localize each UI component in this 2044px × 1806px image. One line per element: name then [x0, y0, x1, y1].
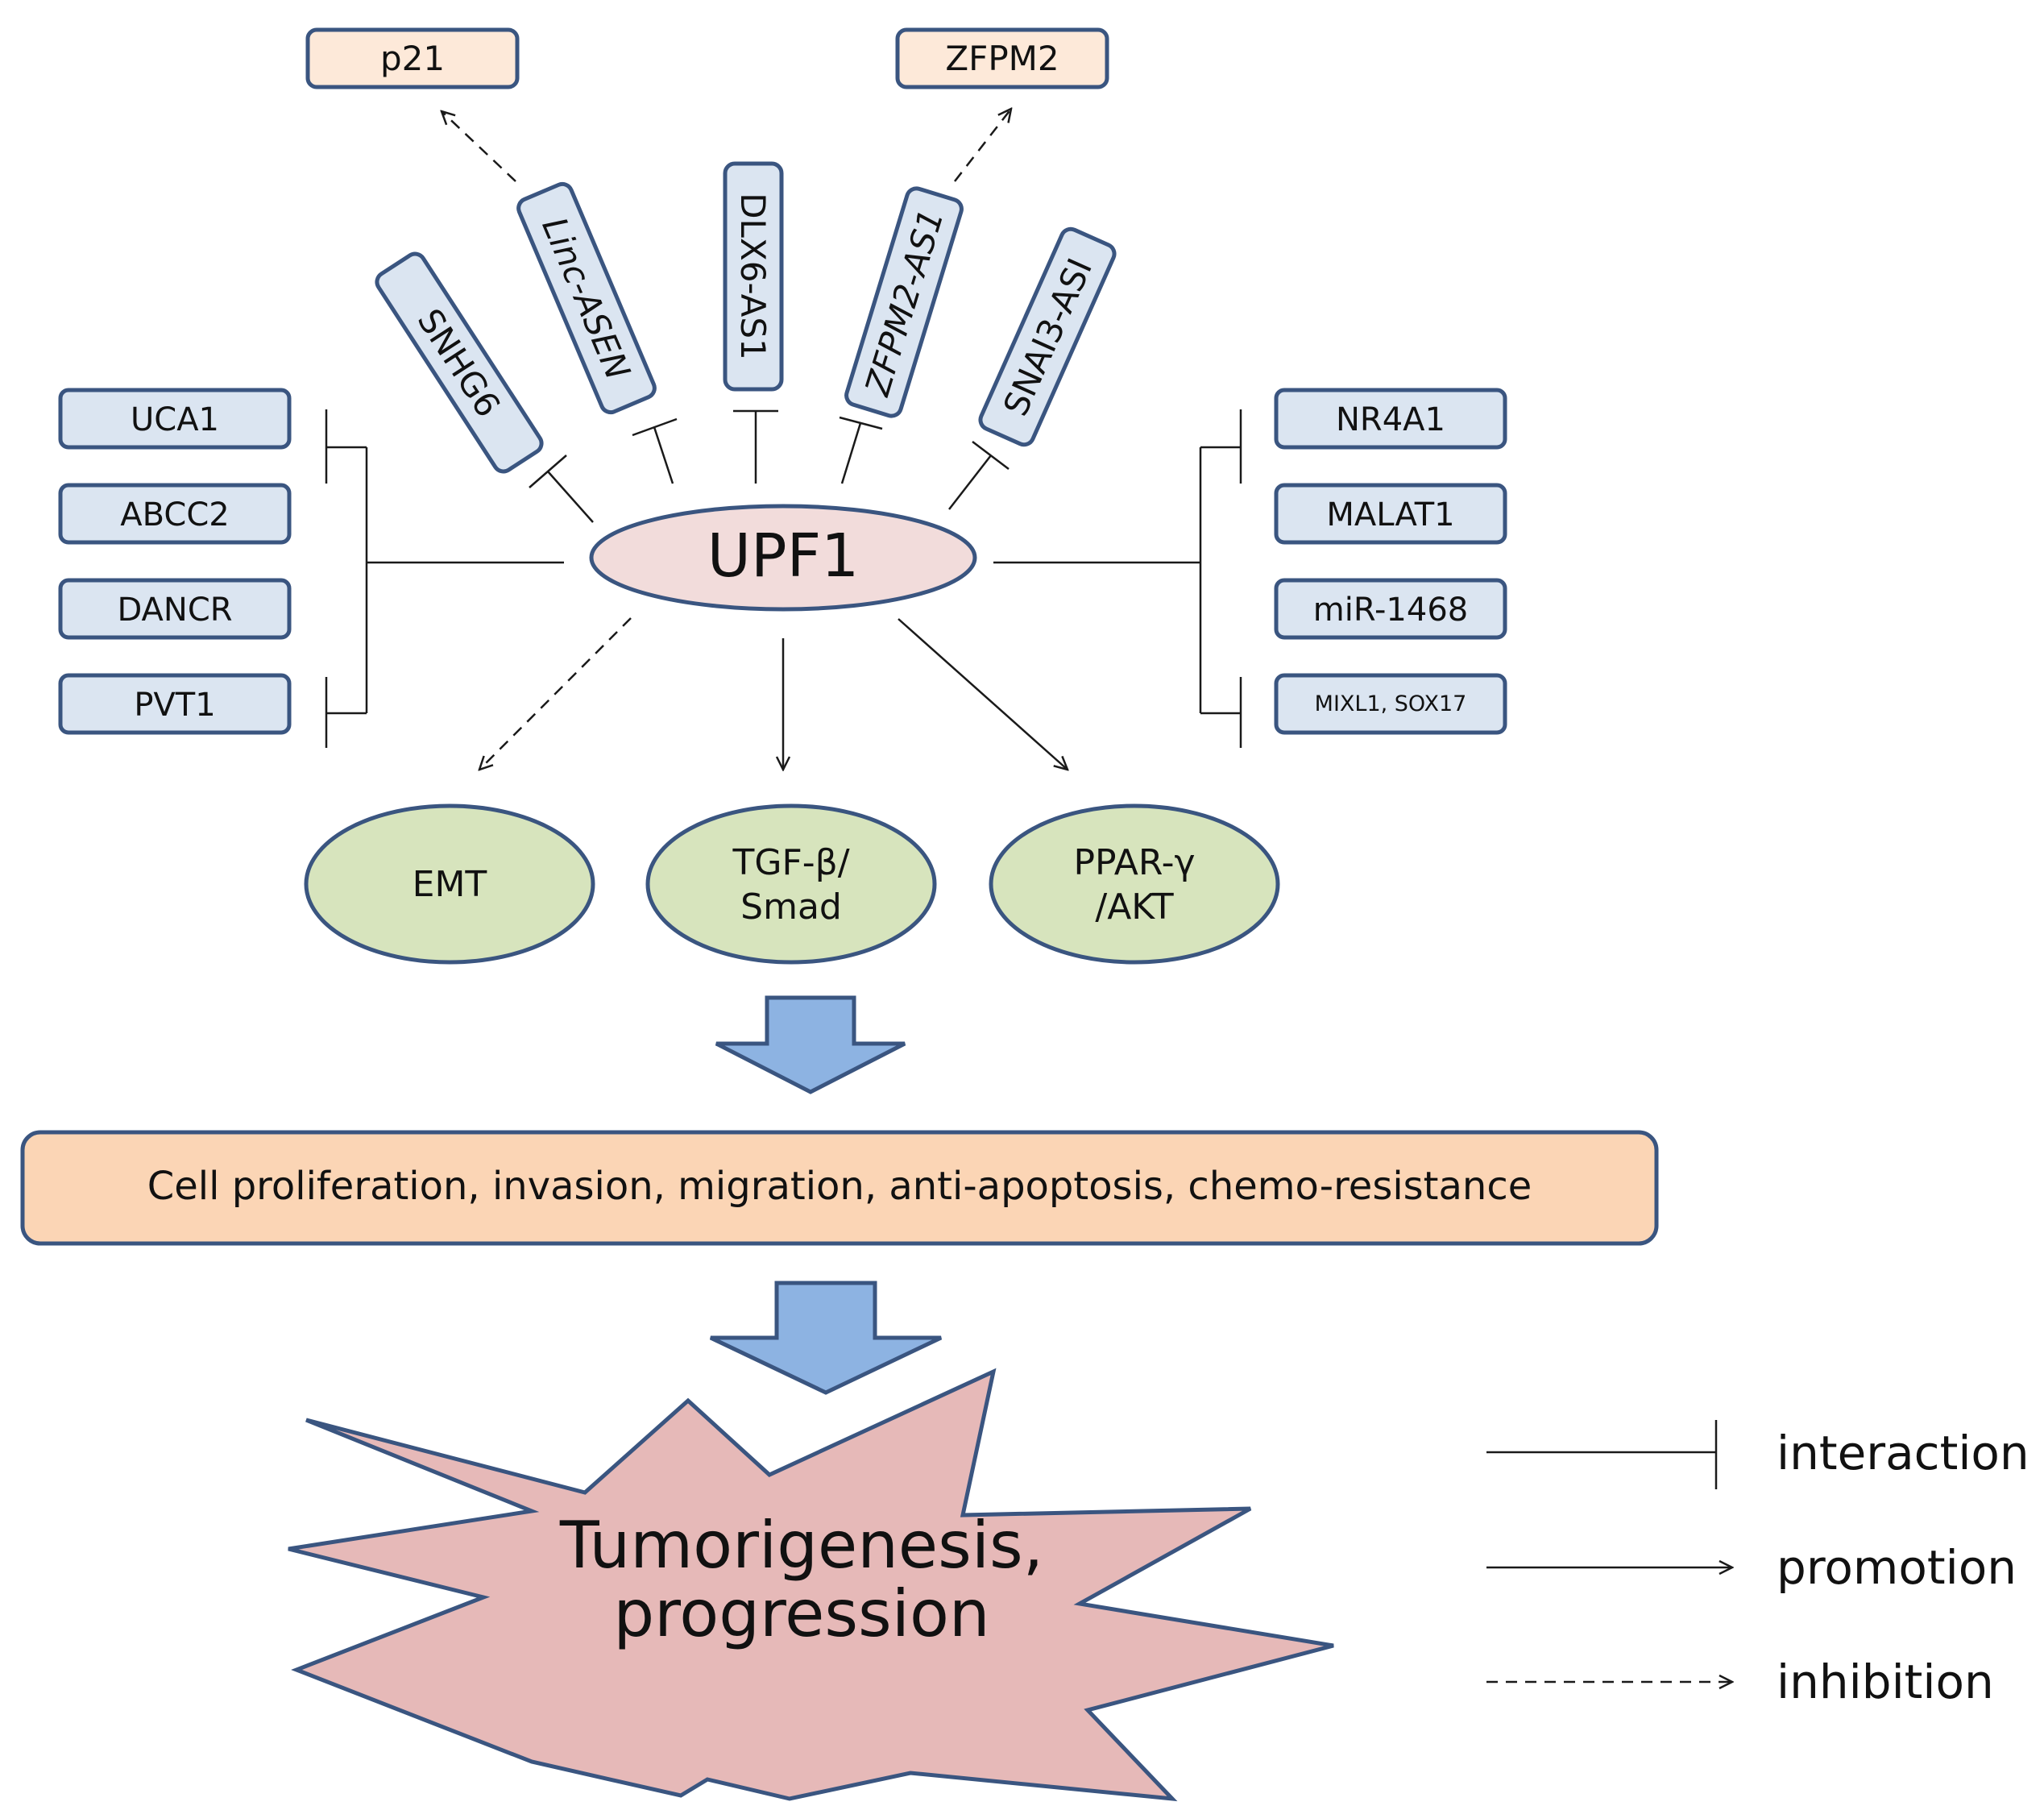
interaction-snhg6 [529, 455, 594, 523]
interaction-linc-asen [632, 417, 678, 484]
box-abcc2: ABCC2 [58, 483, 292, 545]
pathway-ppar-line2: /AKT [1095, 886, 1173, 928]
legend-inhibition-label: inhibition [1777, 1654, 1994, 1709]
box-zfpm2: ZFPM2 [895, 27, 1109, 89]
box-malat1: MALAT1 [1274, 483, 1507, 545]
box-pvt1-label: PVT1 [134, 687, 215, 724]
legend-inhibition: inhibition [1486, 1654, 1994, 1709]
final-line1: Tumorigenesis, [559, 1508, 1043, 1583]
box-mixl1-sox17: MIXL1, SOX17 [1274, 673, 1507, 735]
promotion-arrow-to-ppar [898, 618, 1068, 770]
box-p21: p21 [305, 27, 520, 89]
interaction-right-bracket [993, 409, 1242, 748]
box-linc-asen-rect [516, 181, 657, 415]
box-abcc2-label: ABCC2 [120, 496, 229, 533]
box-zfpm2-label: ZFPM2 [945, 39, 1059, 78]
pathway-tgf-line1: TGF-β/ [732, 842, 849, 883]
box-dlx6-as1-rect [723, 161, 784, 392]
inhibition-arrow-to-zfpm2 [954, 109, 1011, 182]
legend: interaction promotion inhibition [1486, 1420, 2029, 1709]
box-p21-label: p21 [380, 39, 445, 78]
box-malat1-label: MALAT1 [1326, 496, 1454, 533]
box-pvt1: PVT1 [58, 673, 292, 735]
pathway-emt: EMT [304, 803, 595, 965]
box-nr4a1: NR4A1 [1274, 388, 1507, 450]
box-dancr: DANCR [58, 578, 292, 640]
interaction-snai3-asi [948, 441, 1010, 510]
inhibition-arrow-to-p21 [442, 111, 516, 182]
box-dancr-label: DANCR [117, 592, 232, 629]
box-p21-rect [305, 27, 520, 89]
legend-promotion-label: promotion [1777, 1540, 2017, 1595]
center-upf1-label: UPF1 [707, 521, 859, 591]
legend-promotion: promotion [1486, 1540, 2017, 1595]
pathway-tgf: TGF-β/ Smad [645, 803, 937, 965]
box-nr4a1-label: NR4A1 [1336, 401, 1445, 438]
legend-interaction: interaction [1486, 1420, 2029, 1489]
legend-interaction-label: interaction [1777, 1426, 2029, 1480]
box-snhg6-rect [375, 251, 544, 474]
center-upf1: UPF1 [589, 504, 977, 612]
pathway-tgf-line2: Smad [740, 886, 842, 928]
starburst-shape [288, 1368, 1334, 1802]
box-uca1: UCA1 [58, 388, 292, 450]
box-snai3-asi: SNAI3-ASI [978, 226, 1117, 447]
interaction-zfpm2-as1 [839, 416, 883, 484]
final-starburst: Tumorigenesis, progression [288, 1368, 1334, 1802]
pathway-emt-line1: EMT [413, 864, 487, 905]
pathway-ppar-line1: PPAR-γ [1073, 842, 1195, 883]
box-snai3-asi-rect [978, 226, 1117, 447]
box-mixl1-sox17-label: MIXL1, SOX17 [1315, 691, 1467, 716]
box-uca1-label: UCA1 [131, 401, 219, 438]
box-mir-1468: miR-1468 [1274, 578, 1507, 640]
box-zfpm2-as1-rect [844, 186, 964, 418]
block-arrow-to-outcome [715, 995, 906, 1094]
box-dlx6-as1: DLX6-AS1 [723, 161, 784, 392]
pathway-ppar: PPAR-γ /AKT [989, 803, 1280, 965]
interaction-dlx6-as1 [733, 409, 778, 484]
box-zfpm2-as1: ZFPM2-AS1 [844, 186, 964, 418]
box-snhg6: SNHG6 [375, 251, 544, 474]
box-mir-1468-label: miR-1468 [1313, 592, 1468, 629]
block-arrow-to-final [709, 1281, 943, 1395]
interaction-left-bracket [325, 409, 564, 748]
center-upf1-ellipse [589, 504, 977, 612]
box-zfpm2-rect [895, 27, 1109, 89]
outcome-label: Cell proliferation, invasion, migration,… [147, 1164, 1532, 1209]
inhibition-arrow-to-emt [479, 617, 632, 770]
outcome-box: Cell proliferation, invasion, migration,… [20, 1130, 1659, 1246]
final-line2: progression [613, 1576, 989, 1651]
box-dlx6-as1-label: DLX6-AS1 [733, 193, 773, 360]
box-linc-asen: Linc-ASEN [516, 181, 657, 415]
